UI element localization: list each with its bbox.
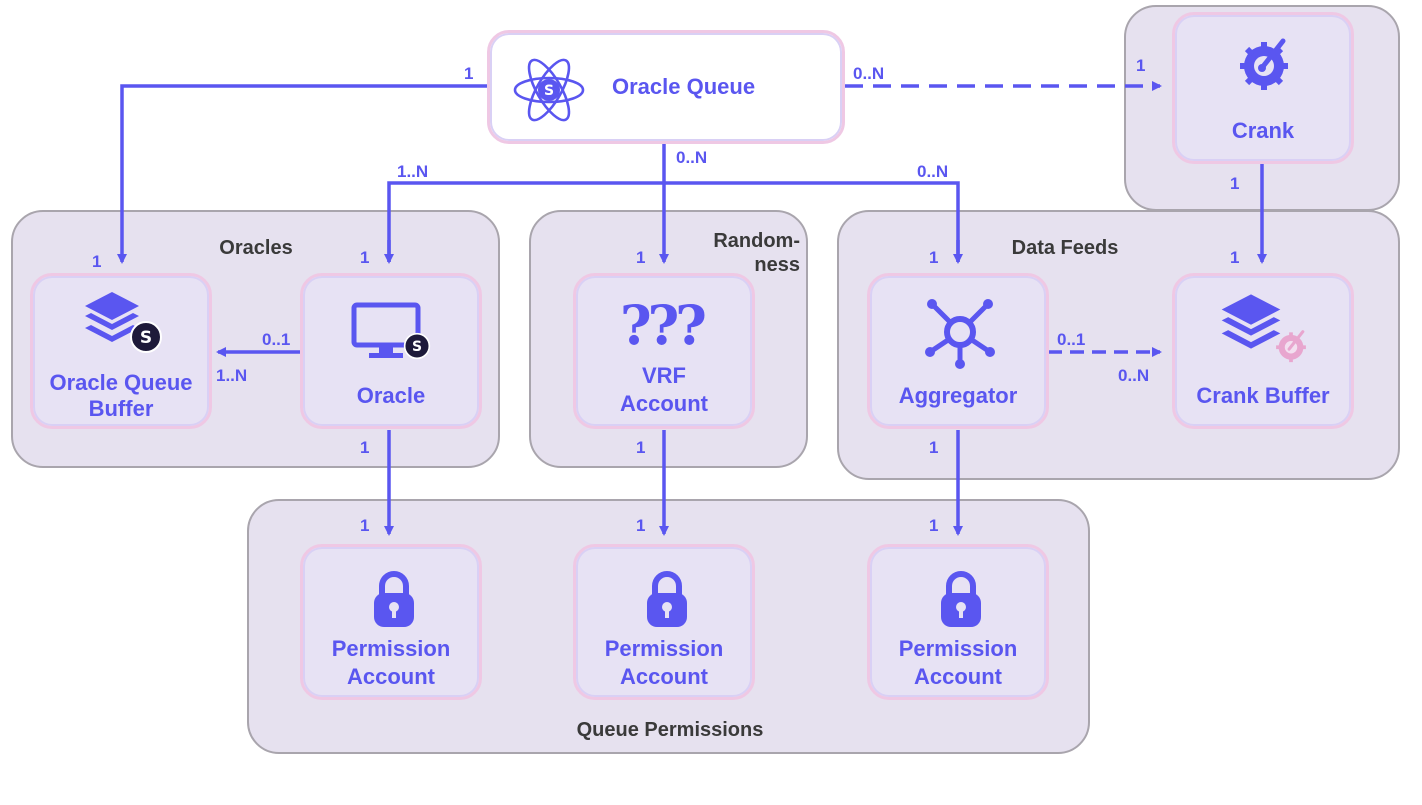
permission-account-node-vrf[interactable]: Permission Account [573, 544, 755, 700]
oqb-label-line1: Oracle Queue [49, 370, 193, 395]
perm-label-line2: Account [914, 664, 1002, 689]
atom-logo-icon: S [513, 58, 585, 122]
mult-cb-dst: 1 [1230, 248, 1240, 267]
monitor-icon [351, 302, 421, 358]
vrf-account-label: VRF Account [576, 362, 752, 418]
oracle-label: Oracle [356, 383, 426, 408]
edge-oq-oqb [117, 84, 487, 264]
aggregator-node[interactable]: Aggregator [867, 273, 1049, 429]
mult-vrf-perm-dst: 1 [636, 516, 646, 535]
crank-node[interactable]: Crank [1172, 12, 1354, 164]
permission-account-label: Permission Account [870, 635, 1046, 691]
perm-label-line1: Permission [331, 636, 451, 661]
permission-account-node-aggregator[interactable]: Permission Account [867, 544, 1049, 700]
mult-oracle-perm-src: 1 [360, 438, 370, 457]
crank-buffer-label: Crank Buffer [1196, 383, 1330, 408]
gear-gauge-icon [1240, 38, 1288, 90]
mult-oracle-oqb-src: 0..1 [262, 330, 291, 349]
oqb-label-line2: Buffer [88, 396, 154, 421]
mult-agg-perm-dst: 1 [929, 516, 939, 535]
vrf-account-node[interactable]: ??? VRF Account [573, 273, 755, 429]
crank-label: Crank [1231, 118, 1295, 143]
oracle-queue-label: Oracle Queue [612, 74, 756, 99]
mult-crank-cb-src: 1 [1230, 174, 1240, 193]
mult-agg-cb-dst: 0..N [1118, 366, 1150, 385]
queue-permissions-group-label: Queue Permissions [576, 719, 764, 741]
mult-oq-vrf-src: 0..N [676, 148, 708, 167]
vrf-label-line1: VRF [642, 363, 686, 388]
randomness-group-label: Random- ness [690, 229, 800, 277]
question-marks-icon: ??? [620, 296, 709, 352]
permission-account-label: Permission Account [576, 635, 752, 691]
mult-oq-oracle-src: 1..N [397, 162, 429, 181]
permission-account-label: Permission Account [303, 635, 479, 691]
layers-icon [85, 292, 139, 342]
hub-network-icon [925, 299, 995, 369]
permission-account-node-oracle[interactable]: Permission Account [300, 544, 482, 700]
switchboard-logo-icon: S [130, 321, 162, 353]
padlock-icon [374, 571, 414, 627]
mult-vrf-perm-src: 1 [636, 438, 646, 457]
edge-oq-bus [387, 181, 960, 262]
mult-oq-crank-dst: 1 [1136, 56, 1146, 75]
gear-gauge-icon [1276, 330, 1306, 363]
svg-text:S: S [412, 339, 422, 355]
oracle-queue-node[interactable]: S Oracle Queue [487, 30, 845, 144]
perm-label-line1: Permission [898, 636, 1018, 661]
mult-oq-agg-src: 0..N [917, 162, 949, 181]
mult-oracle-perm-dst: 1 [360, 516, 370, 535]
mult-oracle-oqb-dst: 1..N [216, 366, 248, 385]
aggregator-label: Aggregator [898, 383, 1018, 408]
mult-agg-perm-src: 1 [929, 438, 939, 457]
svg-text:S: S [544, 83, 554, 99]
layers-icon [1221, 294, 1281, 349]
mult-oq-oqb-src: 1 [464, 64, 474, 83]
oracles-group-label: Oracles [219, 237, 293, 259]
crank-buffer-node[interactable]: Crank Buffer [1172, 273, 1354, 429]
padlock-icon [647, 571, 687, 627]
randomness-label-line2: ness [754, 254, 800, 276]
mult-oqb-dst: 1 [92, 252, 102, 271]
switchboard-logo-icon: S [403, 332, 431, 360]
data-feeds-group-label: Data Feeds [1011, 237, 1119, 259]
mult-agg-cb-src: 0..1 [1057, 330, 1086, 349]
perm-label-line1: Permission [604, 636, 724, 661]
mult-oracle-dst: 1 [360, 248, 370, 267]
perm-label-line2: Account [620, 664, 708, 689]
mult-oq-crank-src: 0..N [853, 64, 885, 83]
mult-vrf-dst: 1 [636, 248, 646, 267]
oracle-node[interactable]: S Oracle [300, 273, 482, 429]
perm-label-line2: Account [347, 664, 435, 689]
vrf-label-line2: Account [620, 391, 708, 416]
svg-text:S: S [140, 328, 152, 348]
mult-agg-dst: 1 [929, 248, 939, 267]
oracle-queue-buffer-node[interactable]: S Oracle Queue Buffer [30, 273, 212, 429]
padlock-icon [941, 571, 981, 627]
randomness-label-line1: Random- [713, 230, 800, 252]
svg-text:???: ??? [620, 296, 705, 352]
oracle-queue-buffer-label: Oracle Queue Buffer [33, 370, 209, 422]
